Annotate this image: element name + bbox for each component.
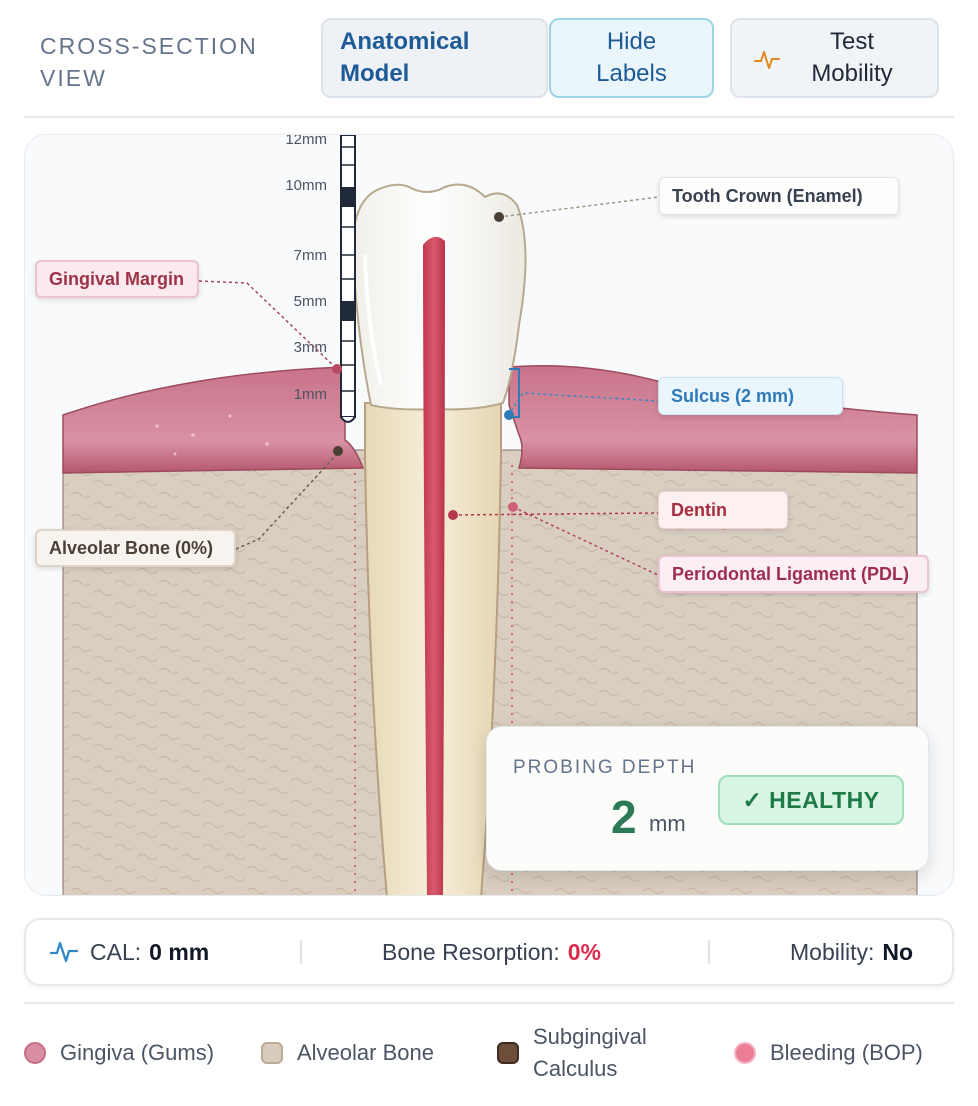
header-divider xyxy=(24,116,954,118)
probing-depth-value: 2 xyxy=(611,791,637,843)
crown-leader xyxy=(498,196,660,218)
legend-item-bone: Alveolar Bone xyxy=(261,1040,434,1066)
legend-label-gingiva: Gingiva (Gums) xyxy=(60,1040,215,1065)
probe-tick-5mm: 5mm xyxy=(294,293,327,310)
mobility-value: No xyxy=(882,938,914,965)
legend-item-calculus: Subgingival Calculus xyxy=(497,1021,687,1085)
anatomical-model-button-label: Anatomical Model xyxy=(340,28,470,87)
label-dentin: Dentin xyxy=(658,491,788,529)
bone-marker xyxy=(333,446,343,456)
probe-tick-3mm: 3mm xyxy=(294,339,327,356)
stats-bar: CAL: 0 mm Bone Resorption: 0% Mobility: … xyxy=(24,918,954,986)
mobility-stat: Mobility: No xyxy=(790,920,913,984)
probing-depth-unit: mm xyxy=(649,811,686,836)
legend-label-bleeding: Bleeding (BOP) xyxy=(770,1040,923,1065)
legend-label-calculus: Subgingival Calculus xyxy=(533,1024,647,1081)
cal-stat: CAL: 0 mm xyxy=(50,920,209,984)
dental-pulp xyxy=(423,236,445,895)
calculus-swatch-icon xyxy=(497,1042,519,1064)
bone-resorption-value: 0% xyxy=(567,938,601,965)
cross-section-panel: 12mm 10mm 7mm 5mm 3mm 1mm Tooth Crown xyxy=(24,134,954,896)
pdl-marker xyxy=(508,502,518,512)
label-sulcus: Sulcus (2 mm) xyxy=(658,377,843,415)
probe-tick-1mm: 1mm xyxy=(294,386,327,403)
gingiva-dot-icon xyxy=(24,1042,46,1064)
crown-highlight xyxy=(363,254,383,386)
bone-resorption-stat: Bone Resorption: 0% xyxy=(382,920,601,984)
label-tooth-crown: Tooth Crown (Enamel) xyxy=(659,177,899,215)
test-mobility-button-label: Test Mobility xyxy=(811,28,893,87)
label-periodontal-ligament: Periodontal Ligament (PDL) xyxy=(658,555,929,593)
probing-depth-title: PROBING DEPTH xyxy=(513,757,697,778)
legend-label-bone: Alveolar Bone xyxy=(297,1040,434,1065)
margin-marker xyxy=(332,364,342,374)
sulcus-leader xyxy=(510,392,659,412)
gingiva xyxy=(62,366,365,474)
gingiva-texture xyxy=(155,414,269,456)
label-alveolar-bone: Alveolar Bone (0%) xyxy=(35,529,236,567)
probe-tick-7mm: 7mm xyxy=(294,247,327,264)
probe-tick-10mm: 10mm xyxy=(285,177,327,194)
probing-depth-card: PROBING DEPTH 2 mm ✓ HEALTHY xyxy=(486,726,929,871)
hide-labels-button-label: Hide Labels xyxy=(596,28,667,87)
stats-separator xyxy=(300,940,302,964)
cal-label: CAL: xyxy=(90,938,142,965)
anatomical-model-button[interactable]: Anatomical Model xyxy=(321,18,548,98)
label-gingival-margin: Gingival Margin xyxy=(35,260,199,298)
activity-icon xyxy=(754,51,780,69)
legend-item-gingiva: Gingiva (Gums) xyxy=(24,1040,214,1066)
stats-separator xyxy=(708,940,710,964)
sulcus-bracket xyxy=(509,368,520,418)
bone-swatch-icon xyxy=(261,1042,283,1064)
periodontal-probe xyxy=(340,135,356,423)
activity-icon xyxy=(50,941,78,963)
test-mobility-button[interactable]: Test Mobility xyxy=(730,18,939,98)
header: CROSS-SECTION VIEW Anatomical Model Hide… xyxy=(0,0,978,118)
mobility-label: Mobility: xyxy=(790,938,875,965)
sulcus-marker xyxy=(504,410,514,420)
crown-marker xyxy=(494,212,504,222)
cal-value: 0 mm xyxy=(149,938,210,965)
dentin-marker xyxy=(448,510,458,520)
bone-resorption-label: Bone Resorption: xyxy=(382,938,560,965)
legend-item-bleeding: Bleeding (BOP) xyxy=(734,1040,923,1066)
health-status-badge: ✓ HEALTHY xyxy=(718,775,904,825)
probe-tick-12mm: 12mm xyxy=(285,135,327,148)
bleeding-dot-icon xyxy=(734,1042,756,1064)
pdl-leader xyxy=(512,506,659,576)
margin-leader xyxy=(198,280,338,370)
hide-labels-button[interactable]: Hide Labels xyxy=(549,18,714,98)
view-title: CROSS-SECTION VIEW xyxy=(40,33,258,91)
dentin-leader xyxy=(452,512,659,516)
bone-leader xyxy=(235,452,339,550)
legend-divider xyxy=(24,1002,954,1004)
